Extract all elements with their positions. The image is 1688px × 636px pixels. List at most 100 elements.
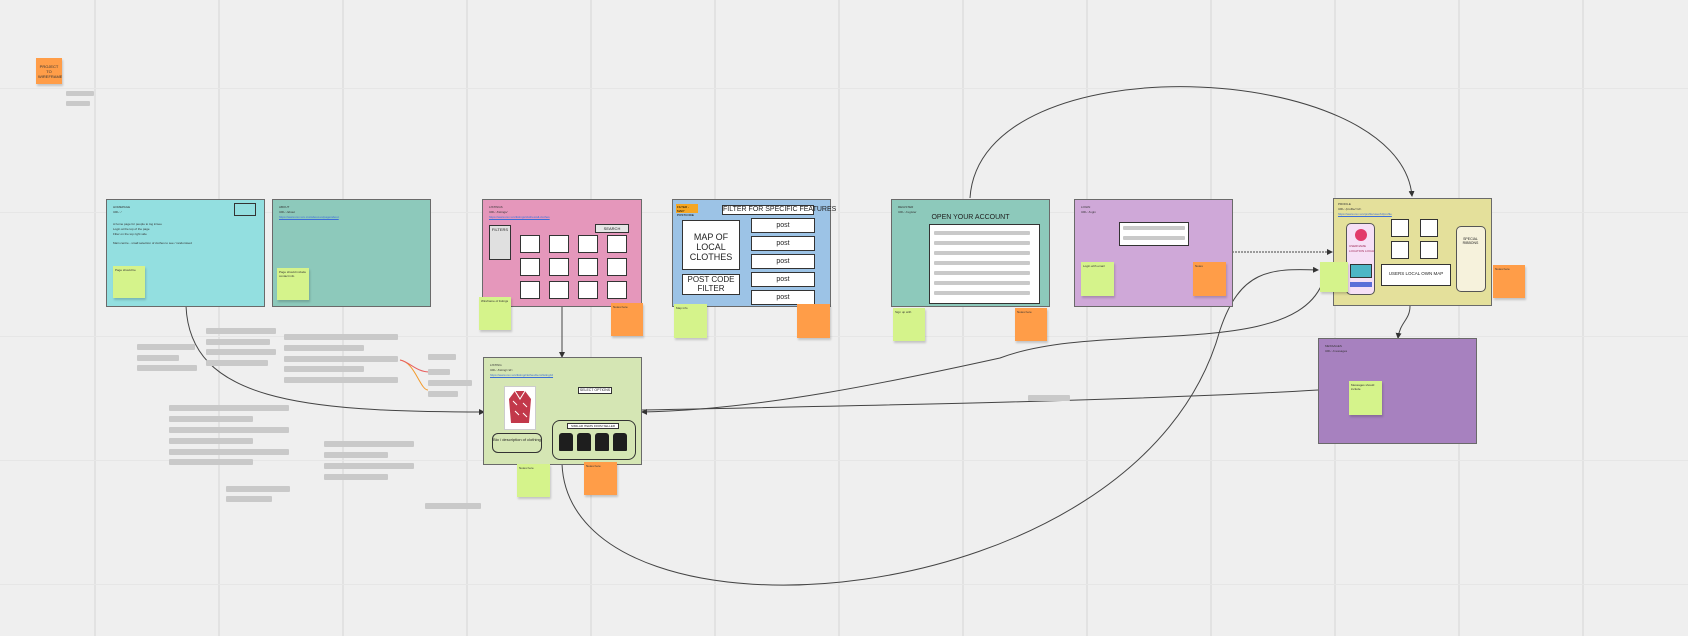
grid-line — [466, 0, 468, 636]
listing-sticky-orange[interactable]: Notes here — [584, 462, 617, 495]
login-sticky-green[interactable]: Login with email — [1081, 262, 1114, 296]
listing-card — [520, 281, 540, 299]
select-options-box: SELECT OPTIONS — [578, 387, 612, 394]
frame-link[interactable]: https://www.xxx.xxx/listing/clothes/item… — [490, 373, 554, 377]
select-options-label: SELECT OPTIONS — [579, 388, 611, 392]
text-placeholder — [226, 496, 272, 502]
form-field — [934, 291, 1030, 295]
sticky-text: Map info — [676, 306, 688, 310]
profile-map-box: USERS LOCAL OWN MAP — [1381, 264, 1451, 286]
profile-map-label: USERS LOCAL OWN MAP — [1388, 271, 1444, 276]
profile-sticky-green[interactable] — [1320, 262, 1348, 292]
homepage-sticky[interactable]: Page should be — [113, 266, 145, 298]
text-placeholder — [428, 369, 450, 375]
profile-location: LOCATION LOCAL — [1349, 249, 1375, 253]
register-sticky-orange[interactable]: Notes here — [1015, 308, 1047, 341]
frame-title: PROFILE — [1338, 202, 1351, 206]
frame-register[interactable]: REGISTER URL: /register OPEN YOUR ACCOUN… — [891, 199, 1050, 307]
grid-line — [962, 0, 964, 636]
text-placeholder — [324, 474, 388, 480]
grid-line — [0, 212, 1688, 213]
frame-url: URL: /login — [1081, 210, 1096, 214]
frame-link[interactable]: https://www.xxx.xxx/profile/user/id/prof… — [1338, 212, 1392, 216]
frame-listing-detail[interactable]: LISTING URL: /listing/<id> https://www.x… — [483, 357, 642, 465]
text-placeholder — [428, 391, 458, 397]
frame-login[interactable]: LOGIN URL: /login Login with email Notes — [1074, 199, 1233, 307]
frame-title: MESSAGES — [1325, 344, 1342, 348]
filter-sticky-green[interactable]: Map info — [674, 304, 707, 338]
grid-line — [1210, 0, 1212, 636]
sticky-text: Notes — [1195, 264, 1203, 268]
profile-item-card — [1420, 219, 1438, 237]
connector-notes-orange — [399, 359, 429, 391]
grid-line — [0, 336, 1688, 337]
frame-link[interactable]: https://www.xxx.xxx.xxx/about-us/page/ab… — [279, 215, 339, 219]
text-placeholder — [206, 328, 276, 334]
frame-url: URL: /listings/ — [489, 210, 508, 214]
sticky-text: Sign up with — [895, 310, 912, 314]
frame-listings[interactable]: LISTINGS URL: /listings/ https://www.xxx… — [482, 199, 642, 307]
text-placeholder — [169, 449, 289, 455]
text-placeholder — [206, 349, 276, 355]
about-sticky[interactable]: Page should include contact info — [277, 268, 309, 300]
form-field — [934, 281, 1030, 285]
frame-profile[interactable]: PROFILE URL: /profile/<id> https://www.x… — [1333, 198, 1492, 306]
frame-filter[interactable]: FILTER - MAP/ POSTCODE FILTER FOR SPECIF… — [672, 199, 836, 307]
project-sticky-text: PROJECT TO WIREFRAME — [38, 64, 62, 79]
sticky-text: Notes here — [519, 466, 534, 470]
profile-item-card — [1420, 241, 1438, 259]
listings-sticky-orange[interactable]: Notes here — [611, 303, 643, 336]
frame-title: LISTING — [490, 363, 502, 367]
filter-option: post — [751, 254, 815, 269]
filter-sticky-orange[interactable] — [797, 304, 830, 338]
frame-messages[interactable]: MESSAGES URL: /messages Messages should … — [1318, 338, 1477, 444]
text-placeholder — [284, 334, 398, 340]
filter-option: post — [751, 218, 815, 233]
text-placeholder — [137, 344, 195, 350]
connector-messages-listing — [641, 389, 1319, 411]
filters-label: FILTERS — [491, 227, 509, 232]
similar-item-image — [559, 433, 573, 451]
filter-option-label: post — [776, 276, 790, 283]
form-field — [934, 251, 1030, 255]
connector-listing-profile — [561, 266, 1319, 586]
messages-sticky[interactable]: Messages should include — [1349, 381, 1382, 415]
text-placeholder — [66, 101, 90, 106]
sticky-text: Page should be — [115, 268, 136, 272]
grid-line — [342, 0, 344, 636]
frame-title: LISTINGS — [489, 205, 503, 209]
filter-option: post — [751, 290, 815, 305]
project-sticky[interactable]: PROJECT TO WIREFRAME — [36, 58, 62, 84]
grid-line — [1458, 0, 1460, 636]
frame-url: URL: / — [113, 210, 122, 214]
sticky-text: Notes here — [1017, 310, 1032, 314]
listings-sticky-green[interactable]: Wireframe of listings — [479, 297, 511, 330]
form-field — [1123, 236, 1185, 240]
note-line: Login at the top of the page — [113, 227, 150, 231]
sticky-text: Page should include contact info — [279, 270, 307, 278]
listing-sticky-green[interactable]: Notes here — [517, 464, 550, 497]
login-sticky-orange[interactable]: Notes — [1193, 262, 1226, 296]
frame-homepage[interactable]: HOMEPAGE URL: / A home page for people t… — [106, 199, 265, 307]
text-placeholder — [226, 486, 290, 492]
description-label: Bio / description of clothing — [493, 437, 541, 442]
frame-link[interactable]: https://www.xxx.xxx/listings/clothes/all… — [489, 215, 550, 219]
frame-title: REGISTER — [898, 205, 914, 209]
postcode-label: POST CODE FILTER — [687, 275, 735, 293]
profile-side-label: SPECIAL RIBBONS — [1462, 237, 1479, 245]
text-placeholder — [206, 339, 270, 345]
register-sticky-green[interactable]: Sign up with — [893, 308, 925, 341]
text-placeholder — [324, 463, 414, 469]
frame-url: URL: /messages — [1325, 349, 1348, 353]
text-placeholder — [284, 377, 398, 383]
listing-card — [578, 258, 598, 276]
similar-items-box: SIMILAR ITEMS FROM SELLER — [552, 420, 636, 460]
frame-about[interactable]: ABOUT URL: /about https://www.xxx.xxx.xx… — [272, 199, 431, 307]
search-label: SEARCH — [603, 226, 621, 231]
listing-card — [578, 281, 598, 299]
text-placeholder — [284, 356, 398, 362]
profile-side-panel: SPECIAL RIBBONS — [1456, 226, 1486, 292]
profile-sticky-orange[interactable]: Notes here — [1493, 265, 1525, 298]
profile-button — [1350, 282, 1372, 287]
text-placeholder — [324, 441, 414, 447]
